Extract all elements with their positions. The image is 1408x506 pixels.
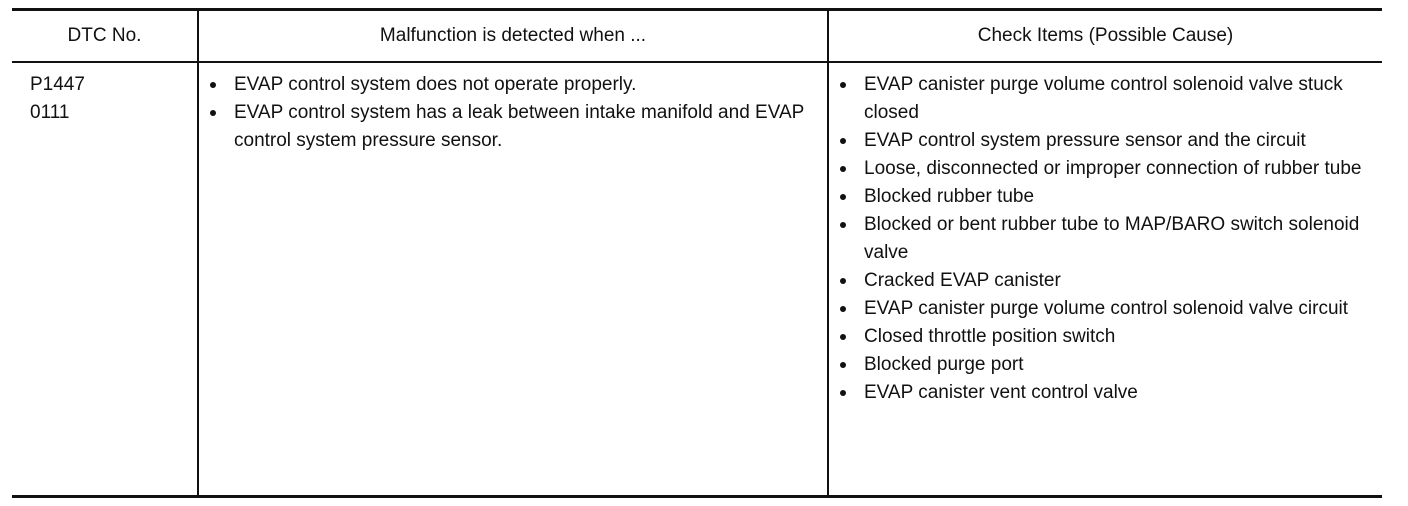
list-item: Blocked or bent rubber tube to MAP/BARO … — [836, 211, 1376, 267]
list-item-text: Blocked purge port — [864, 354, 1024, 375]
list-item: Cracked EVAP canister — [836, 267, 1376, 295]
list-item: EVAP control system does not operate pro… — [206, 71, 824, 99]
bullet-icon — [840, 306, 846, 312]
list-item: EVAP control system has a leak between i… — [206, 99, 824, 155]
bullet-icon — [840, 138, 846, 144]
column-divider-1 — [197, 11, 199, 495]
list-item-text: Closed throttle position switch — [864, 326, 1116, 347]
dtc-table: DTC No. Malfunction is detected when ...… — [12, 8, 1382, 498]
column-divider-2 — [827, 11, 829, 495]
bullet-icon — [210, 82, 216, 88]
list-item: Blocked rubber tube — [836, 183, 1376, 211]
bullet-icon — [840, 390, 846, 396]
dtc-code-cell: P1447 0111 — [30, 71, 190, 127]
list-item: EVAP canister vent control valve — [836, 379, 1376, 407]
dtc-code: 0111 — [30, 102, 70, 123]
bullet-icon — [210, 110, 216, 116]
list-item-text: EVAP canister purge volume control solen… — [864, 298, 1349, 319]
list-item: EVAP canister purge volume control solen… — [836, 295, 1376, 323]
list-item: EVAP control system pressure sensor and … — [836, 127, 1376, 155]
header-dtc-no: DTC No. — [67, 25, 142, 46]
check-items-cell: EVAP canister purge volume control solen… — [836, 71, 1376, 407]
bullet-icon — [840, 362, 846, 368]
check-items-list: EVAP canister purge volume control solen… — [836, 71, 1376, 407]
malfunction-list: EVAP control system does not operate pro… — [206, 71, 824, 155]
list-item-text: Blocked or bent rubber tube to MAP/BARO … — [864, 214, 1360, 263]
list-item: Blocked purge port — [836, 351, 1376, 379]
bullet-icon — [840, 278, 846, 284]
table-header-row: DTC No. Malfunction is detected when ...… — [12, 11, 1382, 63]
list-item-text: EVAP control system does not operate pro… — [234, 74, 637, 95]
bullet-icon — [840, 82, 846, 88]
table-row: P1447 0111 EVAP control system does not … — [12, 63, 1382, 495]
list-item: Closed throttle position switch — [836, 323, 1376, 351]
list-item-text: Loose, disconnected or improper connecti… — [864, 158, 1362, 179]
list-item-text: EVAP canister vent control valve — [864, 382, 1138, 403]
list-item: EVAP canister purge volume control solen… — [836, 71, 1376, 127]
list-item-text: Blocked rubber tube — [864, 186, 1035, 207]
list-item: Loose, disconnected or improper connecti… — [836, 155, 1376, 183]
bullet-icon — [840, 334, 846, 340]
bullet-icon — [840, 222, 846, 228]
list-item-text: EVAP control system has a leak between i… — [234, 102, 804, 151]
dtc-code: P1447 — [30, 74, 85, 95]
list-item-text: Cracked EVAP canister — [864, 270, 1061, 291]
list-item-text: EVAP canister purge volume control solen… — [864, 74, 1343, 123]
malfunction-cell: EVAP control system does not operate pro… — [206, 71, 824, 155]
bullet-icon — [840, 166, 846, 172]
list-item-text: EVAP control system pressure sensor and … — [864, 130, 1306, 151]
header-check-items: Check Items (Possible Cause) — [977, 25, 1234, 46]
bullet-icon — [840, 194, 846, 200]
header-malfunction: Malfunction is detected when ... — [379, 25, 647, 46]
